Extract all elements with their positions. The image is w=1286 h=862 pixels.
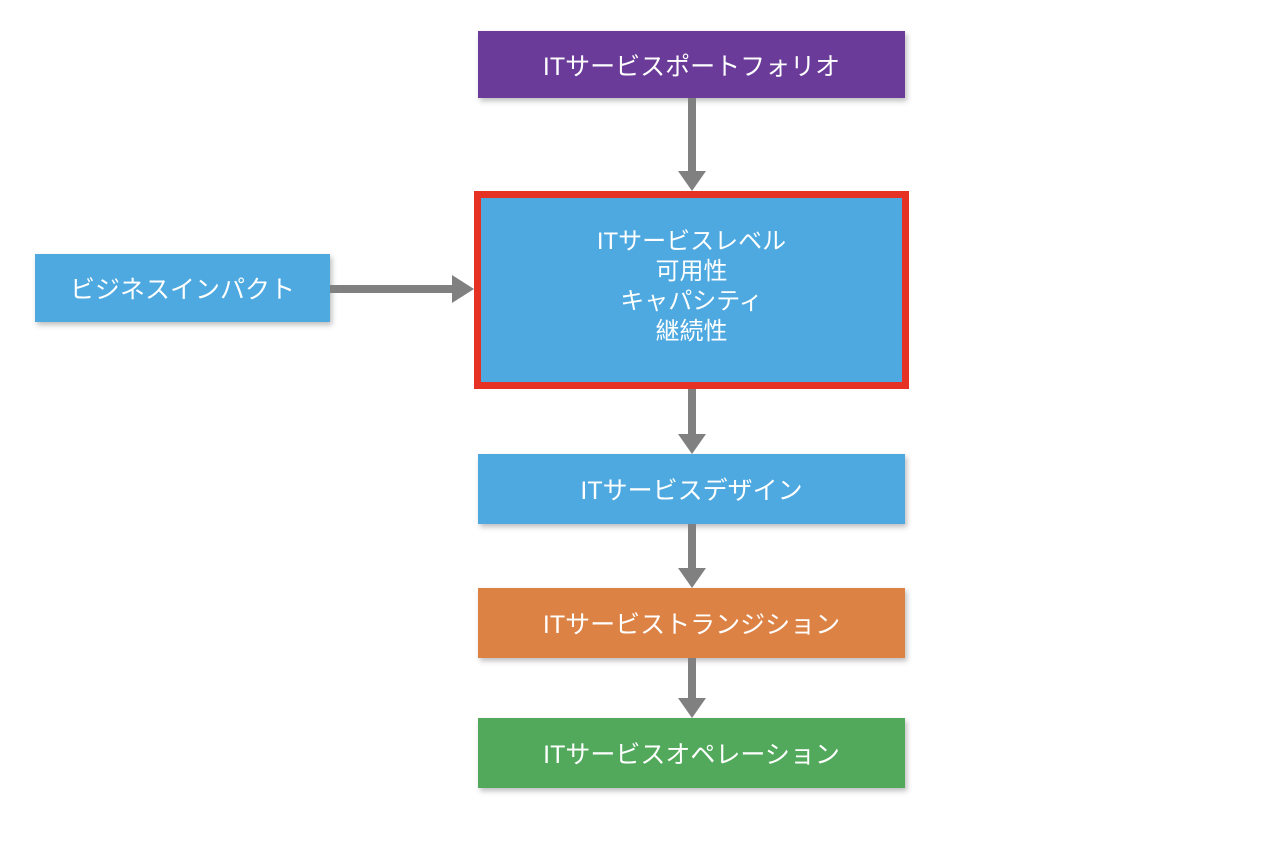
arrow-business-impact-to-slm-shaft bbox=[330, 285, 452, 293]
node-business-impact: ビジネスインパクト bbox=[35, 254, 330, 322]
arrow-transition-to-operation-head-icon bbox=[678, 698, 706, 718]
arrow-slm-to-design-shaft bbox=[688, 389, 696, 434]
node-label: ビジネスインパクト bbox=[69, 276, 295, 304]
arrow-design-to-transition-shaft bbox=[688, 524, 696, 568]
arrow-slm-to-design-head-icon bbox=[678, 434, 706, 454]
node-it-service-operation: ITサービスオペレーション bbox=[478, 718, 905, 788]
arrow-portfolio-to-slm-head-icon bbox=[678, 171, 706, 191]
node-line: キャパシティ bbox=[620, 288, 763, 315]
node-service-level-availability-capacity-continuity: ITサービスレベル 可用性 キャパシティ 継続性 bbox=[474, 191, 909, 389]
node-it-service-design: ITサービスデザイン bbox=[478, 454, 905, 524]
arrow-transition-to-operation-shaft bbox=[688, 658, 696, 698]
arrow-design-to-transition-head-icon bbox=[678, 568, 706, 588]
node-line: 継続性 bbox=[655, 318, 728, 345]
node-label: ITサービスオペレーション bbox=[543, 741, 840, 769]
arrow-business-impact-to-slm-head-icon bbox=[452, 275, 474, 303]
node-it-service-transition: ITサービストランジション bbox=[478, 588, 905, 658]
node-label: ITサービスポートフォリオ bbox=[542, 52, 841, 81]
node-label: ITサービストランジション bbox=[542, 611, 841, 639]
node-label: ITサービスデザイン bbox=[580, 477, 803, 505]
node-line: ITサービスレベル bbox=[596, 228, 787, 255]
arrow-portfolio-to-slm-shaft bbox=[688, 98, 696, 171]
node-line: 可用性 bbox=[655, 258, 728, 285]
node-it-service-portfolio: ITサービスポートフォリオ bbox=[478, 31, 905, 98]
